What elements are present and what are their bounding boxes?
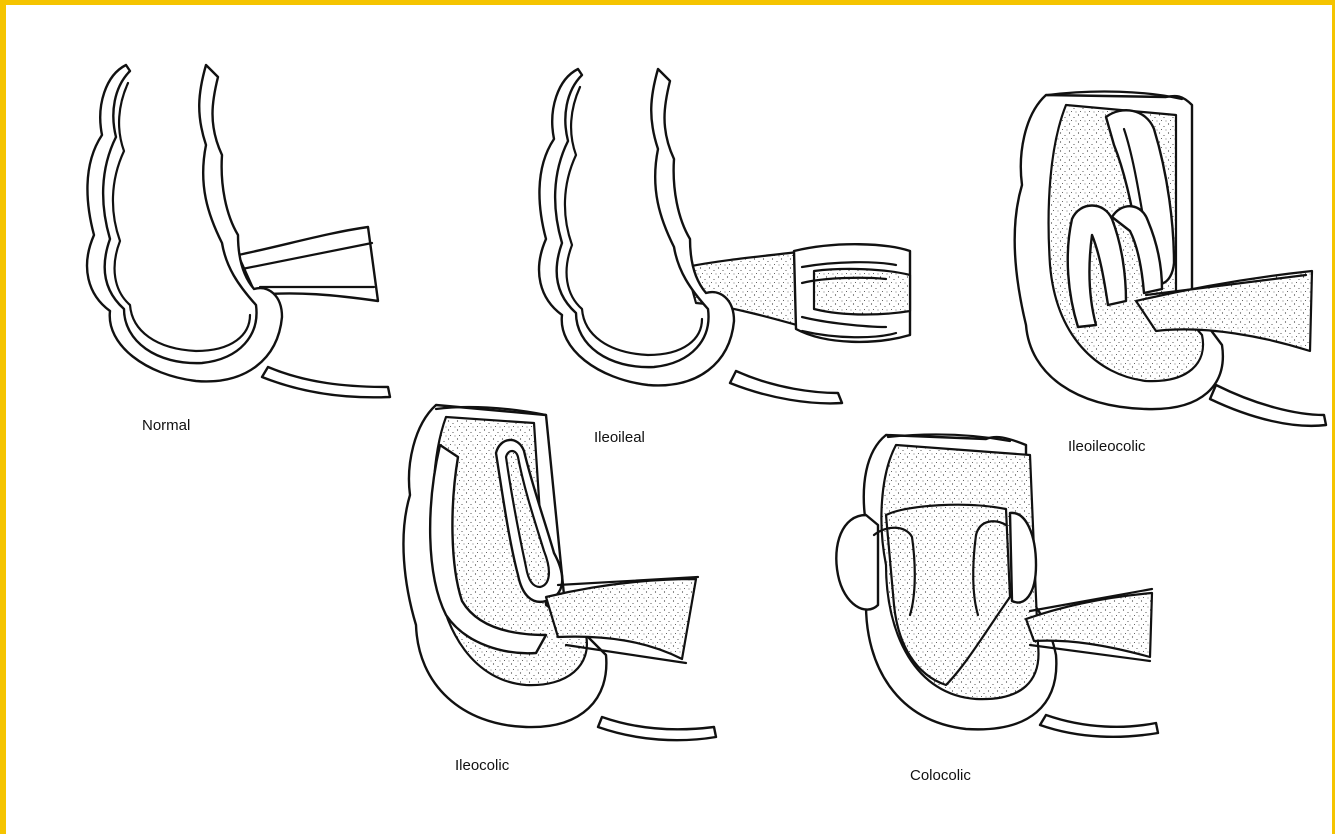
ileoileocolic-drawing: [1015, 92, 1326, 426]
colocolic-drawing: [836, 434, 1158, 736]
caption-ileocolic: Ileocolic: [455, 757, 509, 774]
caption-ileoileocolic: Ileoileocolic: [1068, 438, 1146, 455]
caption-ileoileal: Ileoileal: [594, 429, 645, 446]
ileocolic-drawing: [403, 405, 716, 740]
normal-drawing: [87, 65, 390, 397]
ileoileal-drawing: [539, 69, 910, 403]
caption-normal: Normal: [142, 417, 190, 434]
intussusception-diagram: [6, 5, 1335, 839]
caption-colocolic: Colocolic: [910, 767, 971, 784]
